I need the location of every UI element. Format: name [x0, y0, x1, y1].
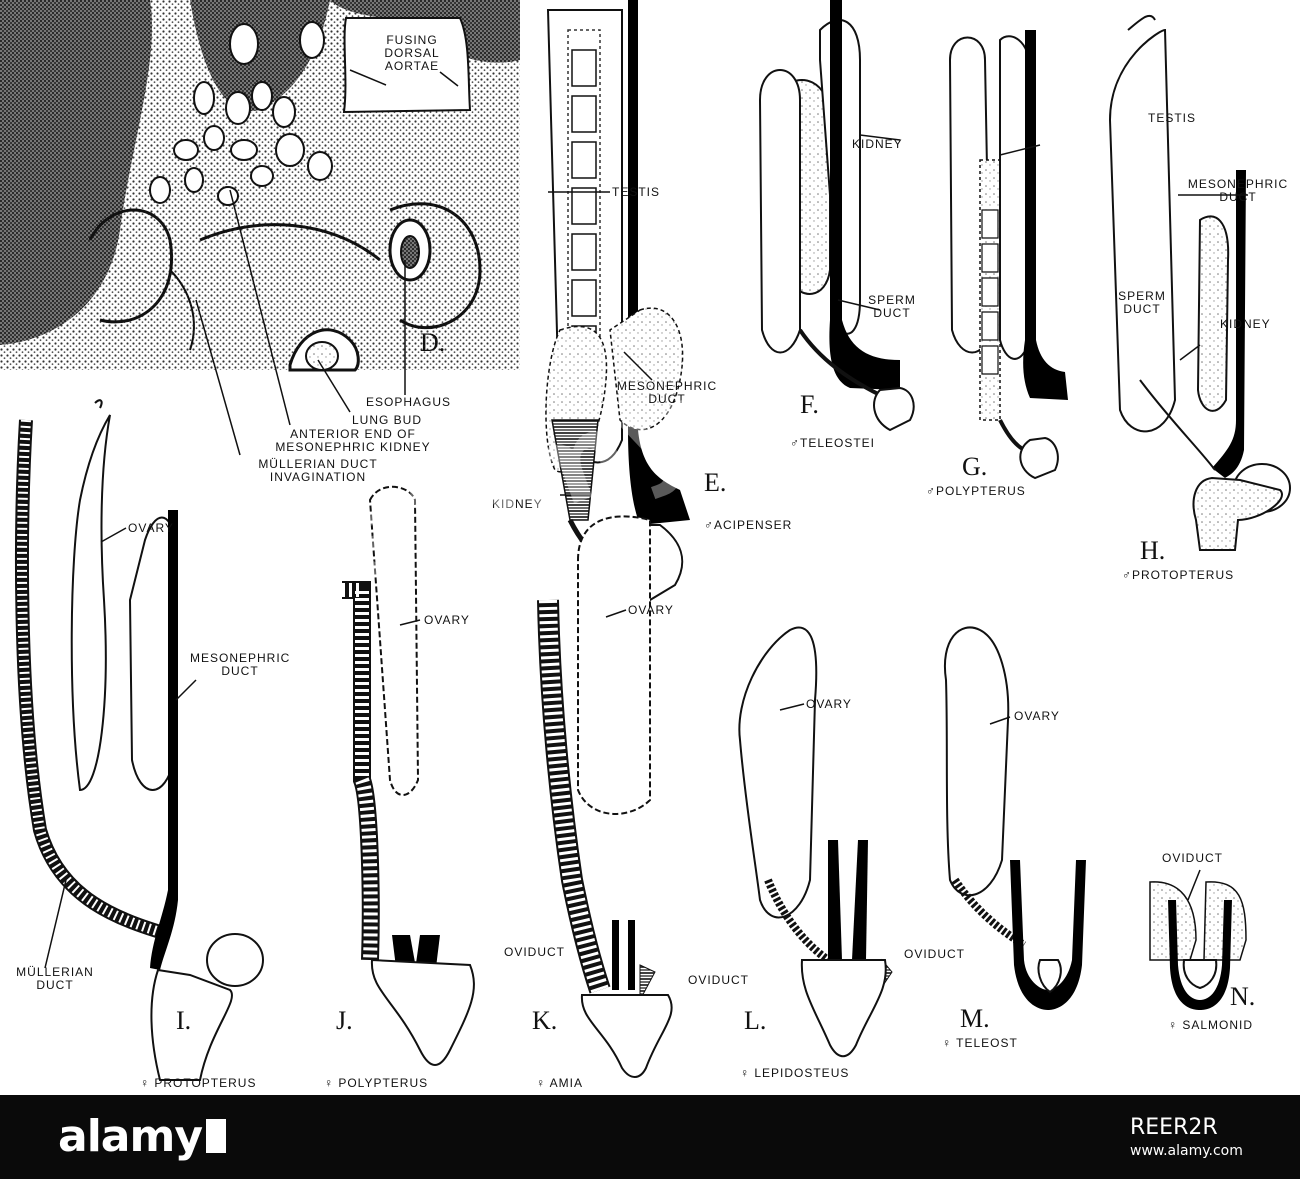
label-i-ovary: OVARY [128, 521, 174, 535]
label-h-mesonephric-duct: MESONEPHRIC DUCT [1187, 177, 1289, 204]
panel-f-letter: F. [800, 390, 819, 419]
panel-i-caption: ♀ PROTOPTERUS [140, 1076, 257, 1090]
plate-drawings [0, 0, 1291, 1081]
panel-f-caption: ♂TELEOSTEI [790, 436, 876, 450]
panel-j-letter: J. [336, 1006, 353, 1035]
panel-h-letter: H. [1140, 536, 1166, 565]
panel-i-drawing [14, 399, 264, 1081]
label-j-ovary: OVARY [424, 613, 470, 627]
site-url: www.alamy.com [1130, 1143, 1243, 1159]
label-l-oviduct: OVIDUCT [688, 973, 749, 987]
anatomical-plate: D. E. F. G. H. I. J. K. L. M. N. ♂ACIPEN… [0, 0, 1291, 1090]
label-f-kidney: KIDNEY [852, 137, 903, 151]
label-mullerian-duct-invagination: MÜLLERIAN DUCT INVAGINATION [258, 457, 378, 484]
label-e-mesonephric-duct: MESONEPHRIC DUCT [616, 379, 718, 406]
panel-g-letter: G. [962, 452, 988, 481]
label-anterior-end-mesonephric-kidney: ANTERIOR END OF MESONEPHRIC KIDNEY [275, 427, 431, 454]
panel-g-caption: ♂POLYPTERUS [926, 484, 1026, 498]
label-n-oviduct: OVIDUCT [1162, 851, 1223, 865]
image-code: REER2R [1130, 1115, 1218, 1140]
panel-j-drawing [342, 485, 475, 1066]
panel-h-caption: ♂PROTOPTERUS [1122, 568, 1235, 582]
label-k-ovary: OVARY [628, 603, 674, 617]
panel-l-drawing [738, 626, 893, 1058]
label-i-mullerian-duct: MÜLLERIAN DUCT [16, 965, 94, 992]
panel-d-letter: D. [420, 328, 446, 357]
label-h-sperm-duct: SPERM DUCT [1118, 289, 1166, 316]
footer-logo-text: alamy [58, 1111, 203, 1162]
label-m-oviduct: OVIDUCT [904, 947, 965, 961]
label-lung-bud: LUNG BUD [352, 413, 423, 427]
label-h-kidney: KIDNEY [1220, 317, 1271, 331]
panel-d-section [0, 0, 520, 456]
logo-square-icon [206, 1119, 226, 1153]
label-e-kidney: KIDNEY [492, 497, 543, 511]
footer-logo: alamy [58, 1111, 226, 1162]
panel-e-letter: E. [704, 468, 727, 497]
label-e-testis: TESTIS [612, 185, 661, 199]
panel-m-letter: M. [960, 1004, 990, 1033]
label-f-sperm-duct: SPERM DUCT [868, 293, 916, 320]
label-esophagus: ESOPHAGUS [366, 395, 452, 409]
panel-e-drawing [545, 0, 690, 602]
panel-i-letter: I. [176, 1006, 192, 1035]
label-i-mesonephric-duct: MESONEPHRIC DUCT [190, 651, 291, 678]
panel-e-caption: ♂ACIPENSER [704, 518, 793, 532]
label-k-oviduct: OVIDUCT [504, 945, 565, 959]
panel-n-drawing [1149, 869, 1247, 1010]
panel-k-drawing [537, 515, 673, 1078]
label-fusing-dorsal-aortae: FUSING DORSAL AORTAE [384, 33, 440, 73]
panel-l-caption: ♀ LEPIDOSTEUS [740, 1066, 850, 1080]
panel-f-drawing [758, 0, 915, 432]
label-l-ovary: OVARY [806, 697, 852, 711]
panel-k-letter: K. [532, 1006, 558, 1035]
panel-h-drawing [1108, 14, 1291, 551]
panel-m-drawing [943, 626, 1086, 1010]
panel-m-caption: ♀ TELEOST [942, 1036, 1018, 1050]
label-h-testis: TESTIS [1148, 111, 1197, 125]
panel-g-drawing [948, 30, 1068, 480]
label-m-ovary: OVARY [1014, 709, 1060, 723]
panel-j-caption: ♀ POLYPTERUS [324, 1076, 429, 1090]
panel-k-caption: ♀ AMIA [536, 1076, 584, 1090]
footer-bar: alamy REER2R www.alamy.com [0, 1095, 1300, 1179]
panel-l-letter: L. [744, 1006, 767, 1035]
panel-n-caption: ♀ SALMONID [1168, 1018, 1254, 1032]
panel-n-letter: N. [1230, 982, 1256, 1011]
